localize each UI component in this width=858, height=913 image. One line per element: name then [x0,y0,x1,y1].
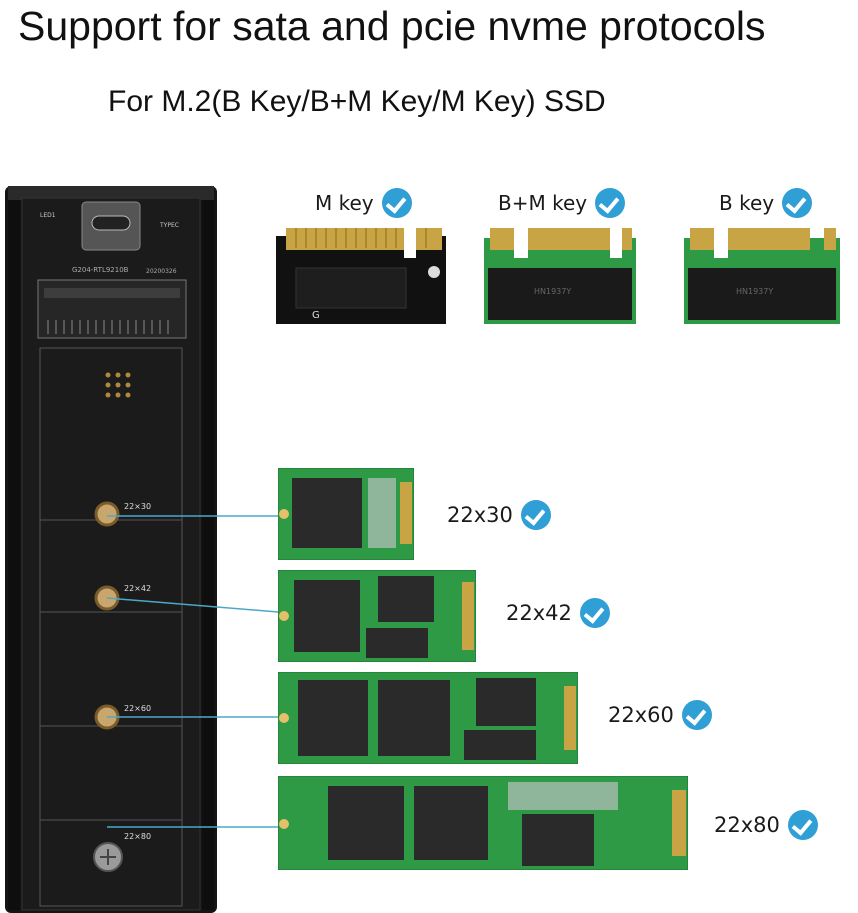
size-label-22x42-text: 22x42 [506,601,572,625]
enclosure-illustration [5,186,217,913]
standoff-22x30 [94,501,120,527]
b-key-connector: HN1937Y [684,228,840,324]
check-icon [579,598,610,628]
key-label-b: B key [719,188,813,218]
ssd-22x30 [278,468,414,560]
page-subtitle: For M.2(B Key/B+M Key/M Key) SSD [108,85,606,118]
ssd-22x42 [278,570,476,662]
svg-text:G: G [312,310,320,321]
check-icon [595,188,626,218]
m-key-connector: G [276,228,446,324]
key-label-m-text: M key [315,191,374,215]
size-label-22x60: 22x60 [608,700,712,730]
key-label-bm-text: B+M key [498,191,588,215]
pcb-size-label-22x30: 22×30 [124,502,152,511]
port-label: TYPEC [160,222,179,229]
pcb-size-label-22x80: 22×80 [124,832,152,841]
bm-key-connector: HN1937Y [484,228,636,324]
size-label-22x30-text: 22x30 [447,503,513,527]
led-label: LED1 [40,212,56,219]
key-label-bm: B+M key [498,188,626,218]
size-label-22x60-text: 22x60 [608,703,674,727]
pcb-size-label-22x42: 22×42 [124,584,152,593]
size-label-22x80-text: 22x80 [714,813,780,837]
check-icon [782,188,813,218]
svg-text:HN1937Y: HN1937Y [736,287,773,296]
size-label-22x30: 22x30 [447,500,551,530]
check-icon [681,700,712,730]
check-icon [520,500,551,530]
check-icon [787,810,818,840]
key-label-m: M key [315,188,412,218]
check-icon [381,188,412,218]
page-title: Support for sata and pcie nvme protocols [18,3,766,49]
date-label: 20200326 [146,268,177,275]
board-label: G204-RTL9210B [72,266,129,274]
pcb-size-label-22x60: 22×60 [124,704,152,713]
size-label-22x80: 22x80 [714,810,818,840]
ssd-22x60 [278,672,578,764]
ssd-22x80 [278,776,688,870]
key-label-b-text: B key [719,191,775,215]
svg-text:HN1937Y: HN1937Y [534,287,571,296]
size-label-22x42: 22x42 [506,598,610,628]
